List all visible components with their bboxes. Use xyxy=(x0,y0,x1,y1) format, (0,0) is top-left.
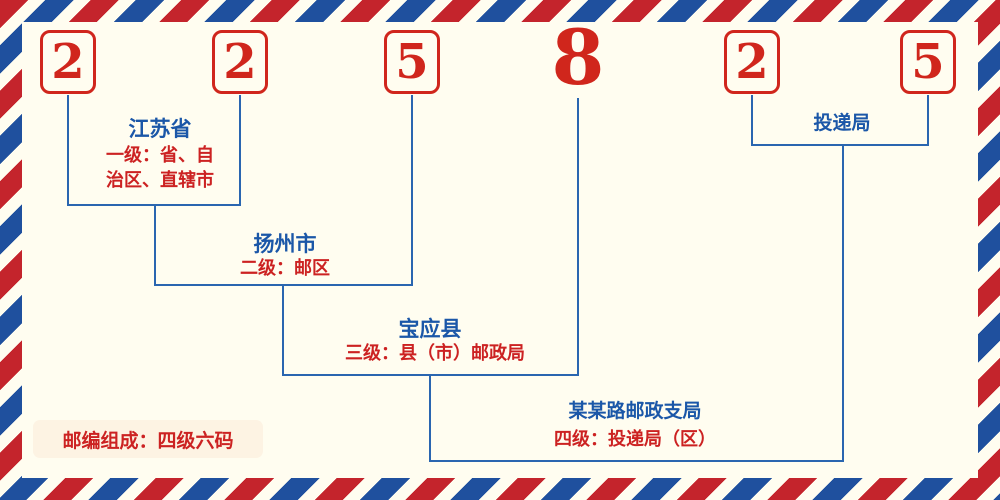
connector-line-digit3-down xyxy=(411,95,413,286)
postcode-digit-box: 5 xyxy=(900,30,956,94)
county-level-desc: 三级：县（市）邮政局 xyxy=(345,343,525,364)
connector-line-digit1-down xyxy=(67,95,69,206)
connector-line-digit5-down xyxy=(751,95,753,146)
province-name-label: 江苏省 xyxy=(128,117,192,141)
postcode-digit: 8 xyxy=(551,13,605,102)
connector-line-city-to-county xyxy=(282,284,284,376)
branch-name-label: 某某路邮政支局 xyxy=(568,400,702,422)
connector-line-digit4-down xyxy=(577,98,579,376)
postcode-digit: 2 xyxy=(735,34,769,90)
county-name-label: 宝应县 xyxy=(398,317,462,341)
province-level-desc: 一级：省、自 治区、直辖市 xyxy=(70,143,250,193)
province-level-desc-line1: 一级：省、自 xyxy=(106,145,214,166)
connector-line-branch-bottom xyxy=(429,460,844,462)
province-level-desc-line2: 治区、直辖市 xyxy=(106,170,214,191)
connector-line-county-to-branch xyxy=(429,374,431,462)
postcode-digit: 2 xyxy=(51,34,85,90)
postcode-digit: 5 xyxy=(911,34,945,90)
connector-line-delivery-to-branch xyxy=(842,146,844,462)
connector-line-digit2-down xyxy=(239,95,241,206)
connector-line-delivery-bottom xyxy=(751,144,929,146)
postcode-digit-box: 5 xyxy=(384,30,440,94)
connector-line-province-to-city xyxy=(154,204,156,286)
delivery-office-label: 投递局 xyxy=(813,112,871,134)
postcode-digit-box: 2 xyxy=(40,30,96,94)
city-level-desc: 二级：邮区 xyxy=(240,258,330,279)
connector-line-digit6-down xyxy=(927,95,929,146)
composition-note-text: 邮编组成：四级六码 xyxy=(62,429,234,452)
postcode-digit: 2 xyxy=(223,34,257,90)
postcode-digit: 5 xyxy=(395,34,429,90)
postcode-digit-box: 2 xyxy=(724,30,780,94)
city-name-label: 扬州市 xyxy=(253,232,317,256)
postcode-digit-box: 2 xyxy=(212,30,268,94)
branch-level-desc: 四级：投递局（区） xyxy=(554,429,716,450)
composition-note-badge: 邮编组成：四级六码 xyxy=(33,420,263,458)
diagram-canvas xyxy=(22,22,978,478)
